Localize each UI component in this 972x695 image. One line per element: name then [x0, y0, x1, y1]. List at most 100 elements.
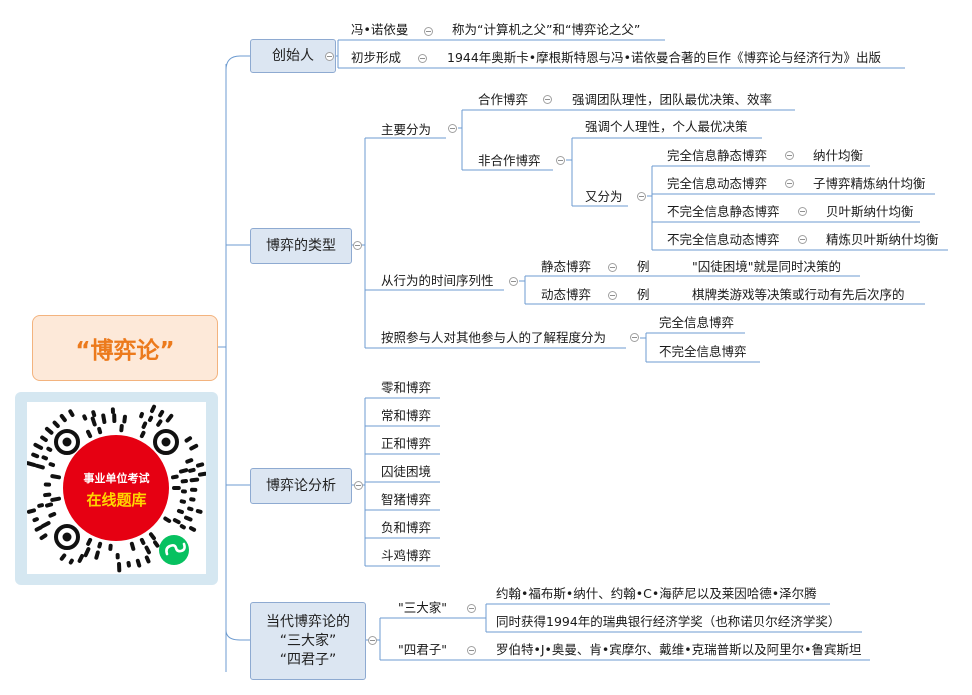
qr-module — [90, 416, 97, 427]
qr-module — [44, 426, 54, 435]
collapse-toggle-further-2[interactable] — [798, 207, 807, 216]
collapse-toggle-founder-0[interactable] — [424, 27, 433, 36]
qr-module — [31, 452, 40, 459]
info-label[interactable]: 按照参与人对其他参与人的了解程度分为 — [381, 330, 607, 345]
info-item-0[interactable]: 完全信息博弈 — [659, 315, 735, 330]
collapse-toggle-further-0[interactable] — [785, 151, 794, 160]
qr-module — [59, 413, 67, 423]
topic-founder[interactable]: 创始人 — [250, 39, 336, 73]
founder-item-1-label[interactable]: 初步形成 — [351, 50, 402, 65]
collapse-toggle-big3[interactable] — [467, 604, 476, 613]
qr-module — [33, 442, 44, 450]
four-label[interactable]: "四君子" — [398, 642, 447, 657]
root-node[interactable]: “博弈论” — [32, 315, 218, 381]
topic-contemporary-line3: “四君子” — [279, 651, 337, 668]
collapse-toggle-contemporary[interactable] — [368, 636, 377, 645]
further-item-0-label[interactable]: 完全信息静态博弈 — [667, 148, 768, 163]
qr-module — [139, 537, 146, 545]
coop-detail[interactable]: 强调团队理性，团队最优决策、效率 — [572, 92, 773, 107]
analysis-item-6[interactable]: 斗鸡博弈 — [381, 548, 432, 563]
collapse-toggle-info[interactable] — [630, 333, 639, 342]
qr-module — [172, 518, 181, 525]
further-item-2-detail[interactable]: 贝叶斯纳什均衡 — [826, 204, 914, 219]
timing-label[interactable]: 从行为的时间序列性 — [381, 273, 494, 288]
analysis-item-2[interactable]: 正和博弈 — [381, 436, 432, 451]
qr-module — [44, 502, 54, 508]
big3-item-1[interactable]: 同时获得1994年的瑞典银行经济学奖（也称诺贝尔经济学奖） — [496, 614, 841, 629]
noncoop-detail[interactable]: 强调个人理性，个人最优决策 — [585, 119, 748, 134]
qr-module — [139, 411, 144, 419]
analysis-item-0[interactable]: 零和博弈 — [381, 380, 432, 395]
further-item-2-label[interactable]: 不完全信息静态博弈 — [667, 204, 780, 219]
collapse-toggle-four[interactable] — [467, 646, 476, 655]
collapse-toggle-timing-0[interactable] — [608, 263, 617, 272]
noncoop-label[interactable]: 非合作博弈 — [478, 153, 541, 168]
topic-analysis[interactable]: 博弈论分析 — [250, 468, 352, 504]
timing-item-0-mid[interactable]: 例 — [637, 259, 650, 274]
coop-label[interactable]: 合作博弈 — [478, 92, 529, 107]
analysis-item-1[interactable]: 常和博弈 — [381, 408, 432, 423]
qr-module — [39, 533, 48, 541]
collapse-toggle-timing-1[interactable] — [608, 291, 617, 300]
qr-module — [91, 410, 97, 418]
collapse-toggle-founder[interactable] — [325, 52, 334, 61]
qr-module — [147, 415, 154, 422]
qr-module — [163, 516, 172, 523]
qr-module — [144, 555, 151, 564]
qr-module — [135, 558, 142, 568]
types-main-label[interactable]: 主要分为 — [381, 122, 432, 137]
collapse-toggle-game-types[interactable] — [353, 241, 362, 250]
big3-label[interactable]: "三大家" — [398, 600, 447, 615]
collapse-toggle-further-3[interactable] — [798, 235, 807, 244]
qr-code-pattern — [25, 404, 208, 573]
analysis-item-5[interactable]: 负和博弈 — [381, 520, 432, 535]
qr-module — [40, 435, 48, 443]
collapse-toggle-timing[interactable] — [509, 277, 518, 286]
founder-item-0-detail[interactable]: 称为“计算机之父”和“博弈论之父” — [452, 22, 641, 37]
further-label[interactable]: 又分为 — [585, 189, 623, 204]
qr-module — [26, 508, 37, 514]
timing-item-1-label[interactable]: 动态博弈 — [541, 287, 592, 302]
timing-item-0-detail[interactable]: "囚徒困境"就是同时决策的 — [692, 259, 841, 274]
collapse-toggle-further-1[interactable] — [785, 179, 794, 188]
further-item-1-label[interactable]: 完全信息动态博弈 — [667, 176, 768, 191]
timing-item-1-mid[interactable]: 例 — [637, 287, 650, 302]
qr-module — [68, 558, 74, 565]
founder-item-0-label[interactable]: 冯•诺依曼 — [351, 22, 409, 37]
collapse-toggle-coop[interactable] — [543, 95, 552, 104]
qr-module — [82, 414, 88, 421]
big3-item-0[interactable]: 约翰•福布斯•纳什、约翰•C•海萨尼以及莱因哈德•泽尔腾 — [496, 586, 817, 601]
timing-item-0-label[interactable]: 静态博弈 — [541, 259, 592, 274]
qr-module — [156, 419, 163, 427]
qr-module — [195, 462, 205, 468]
topic-contemporary[interactable]: 当代博弈论的 “三大家” “四君子” — [250, 602, 366, 680]
qr-module — [197, 471, 208, 477]
analysis-item-3[interactable]: 囚徒困境 — [381, 464, 432, 479]
topic-contemporary-line1: 当代博弈论的 — [266, 613, 350, 630]
collapse-toggle-noncoop[interactable] — [556, 156, 565, 165]
qr-code-panel: 事业单位考试 在线题库 — [15, 392, 218, 585]
qr-module — [37, 503, 44, 508]
qr-module — [141, 421, 148, 429]
qr-center-badge — [63, 435, 169, 541]
info-item-1[interactable]: 不完全信息博弈 — [659, 344, 747, 359]
further-item-1-detail[interactable]: 子博弈精炼纳什均衡 — [813, 176, 926, 191]
analysis-item-4[interactable]: 智猪博弈 — [381, 492, 432, 507]
collapse-toggle-founder-1[interactable] — [418, 54, 427, 63]
qr-code[interactable]: 事业单位考试 在线题库 — [25, 402, 208, 574]
further-item-3-label[interactable]: 不完全信息动态博弈 — [667, 232, 780, 247]
collapse-toggle-analysis[interactable] — [354, 481, 363, 490]
further-item-3-detail[interactable]: 精炼贝叶斯纳什均衡 — [826, 232, 939, 247]
qr-module — [83, 547, 91, 558]
qr-module — [122, 414, 127, 424]
further-item-0-detail[interactable]: 纳什均衡 — [813, 148, 864, 163]
founder-item-1-detail[interactable]: 1944年奥斯卡•摩根斯特恩与冯•诺依曼合著的巨作《博弈论与经济行为》出版 — [447, 50, 882, 65]
four-detail[interactable]: 罗伯特•J•奥曼、肯•宾摩尔、戴维•克瑞普斯以及阿里尔•鲁宾斯坦 — [496, 642, 862, 657]
qr-module — [188, 526, 197, 532]
timing-item-1-detail[interactable]: 棋牌类游戏等决策或行动有先后次序的 — [692, 287, 905, 302]
collapse-toggle-further[interactable] — [637, 192, 646, 201]
qr-module — [50, 496, 61, 502]
topic-game-types[interactable]: 博弈的类型 — [250, 228, 352, 264]
qr-module — [46, 446, 53, 452]
collapse-toggle-types-main[interactable] — [448, 124, 457, 133]
